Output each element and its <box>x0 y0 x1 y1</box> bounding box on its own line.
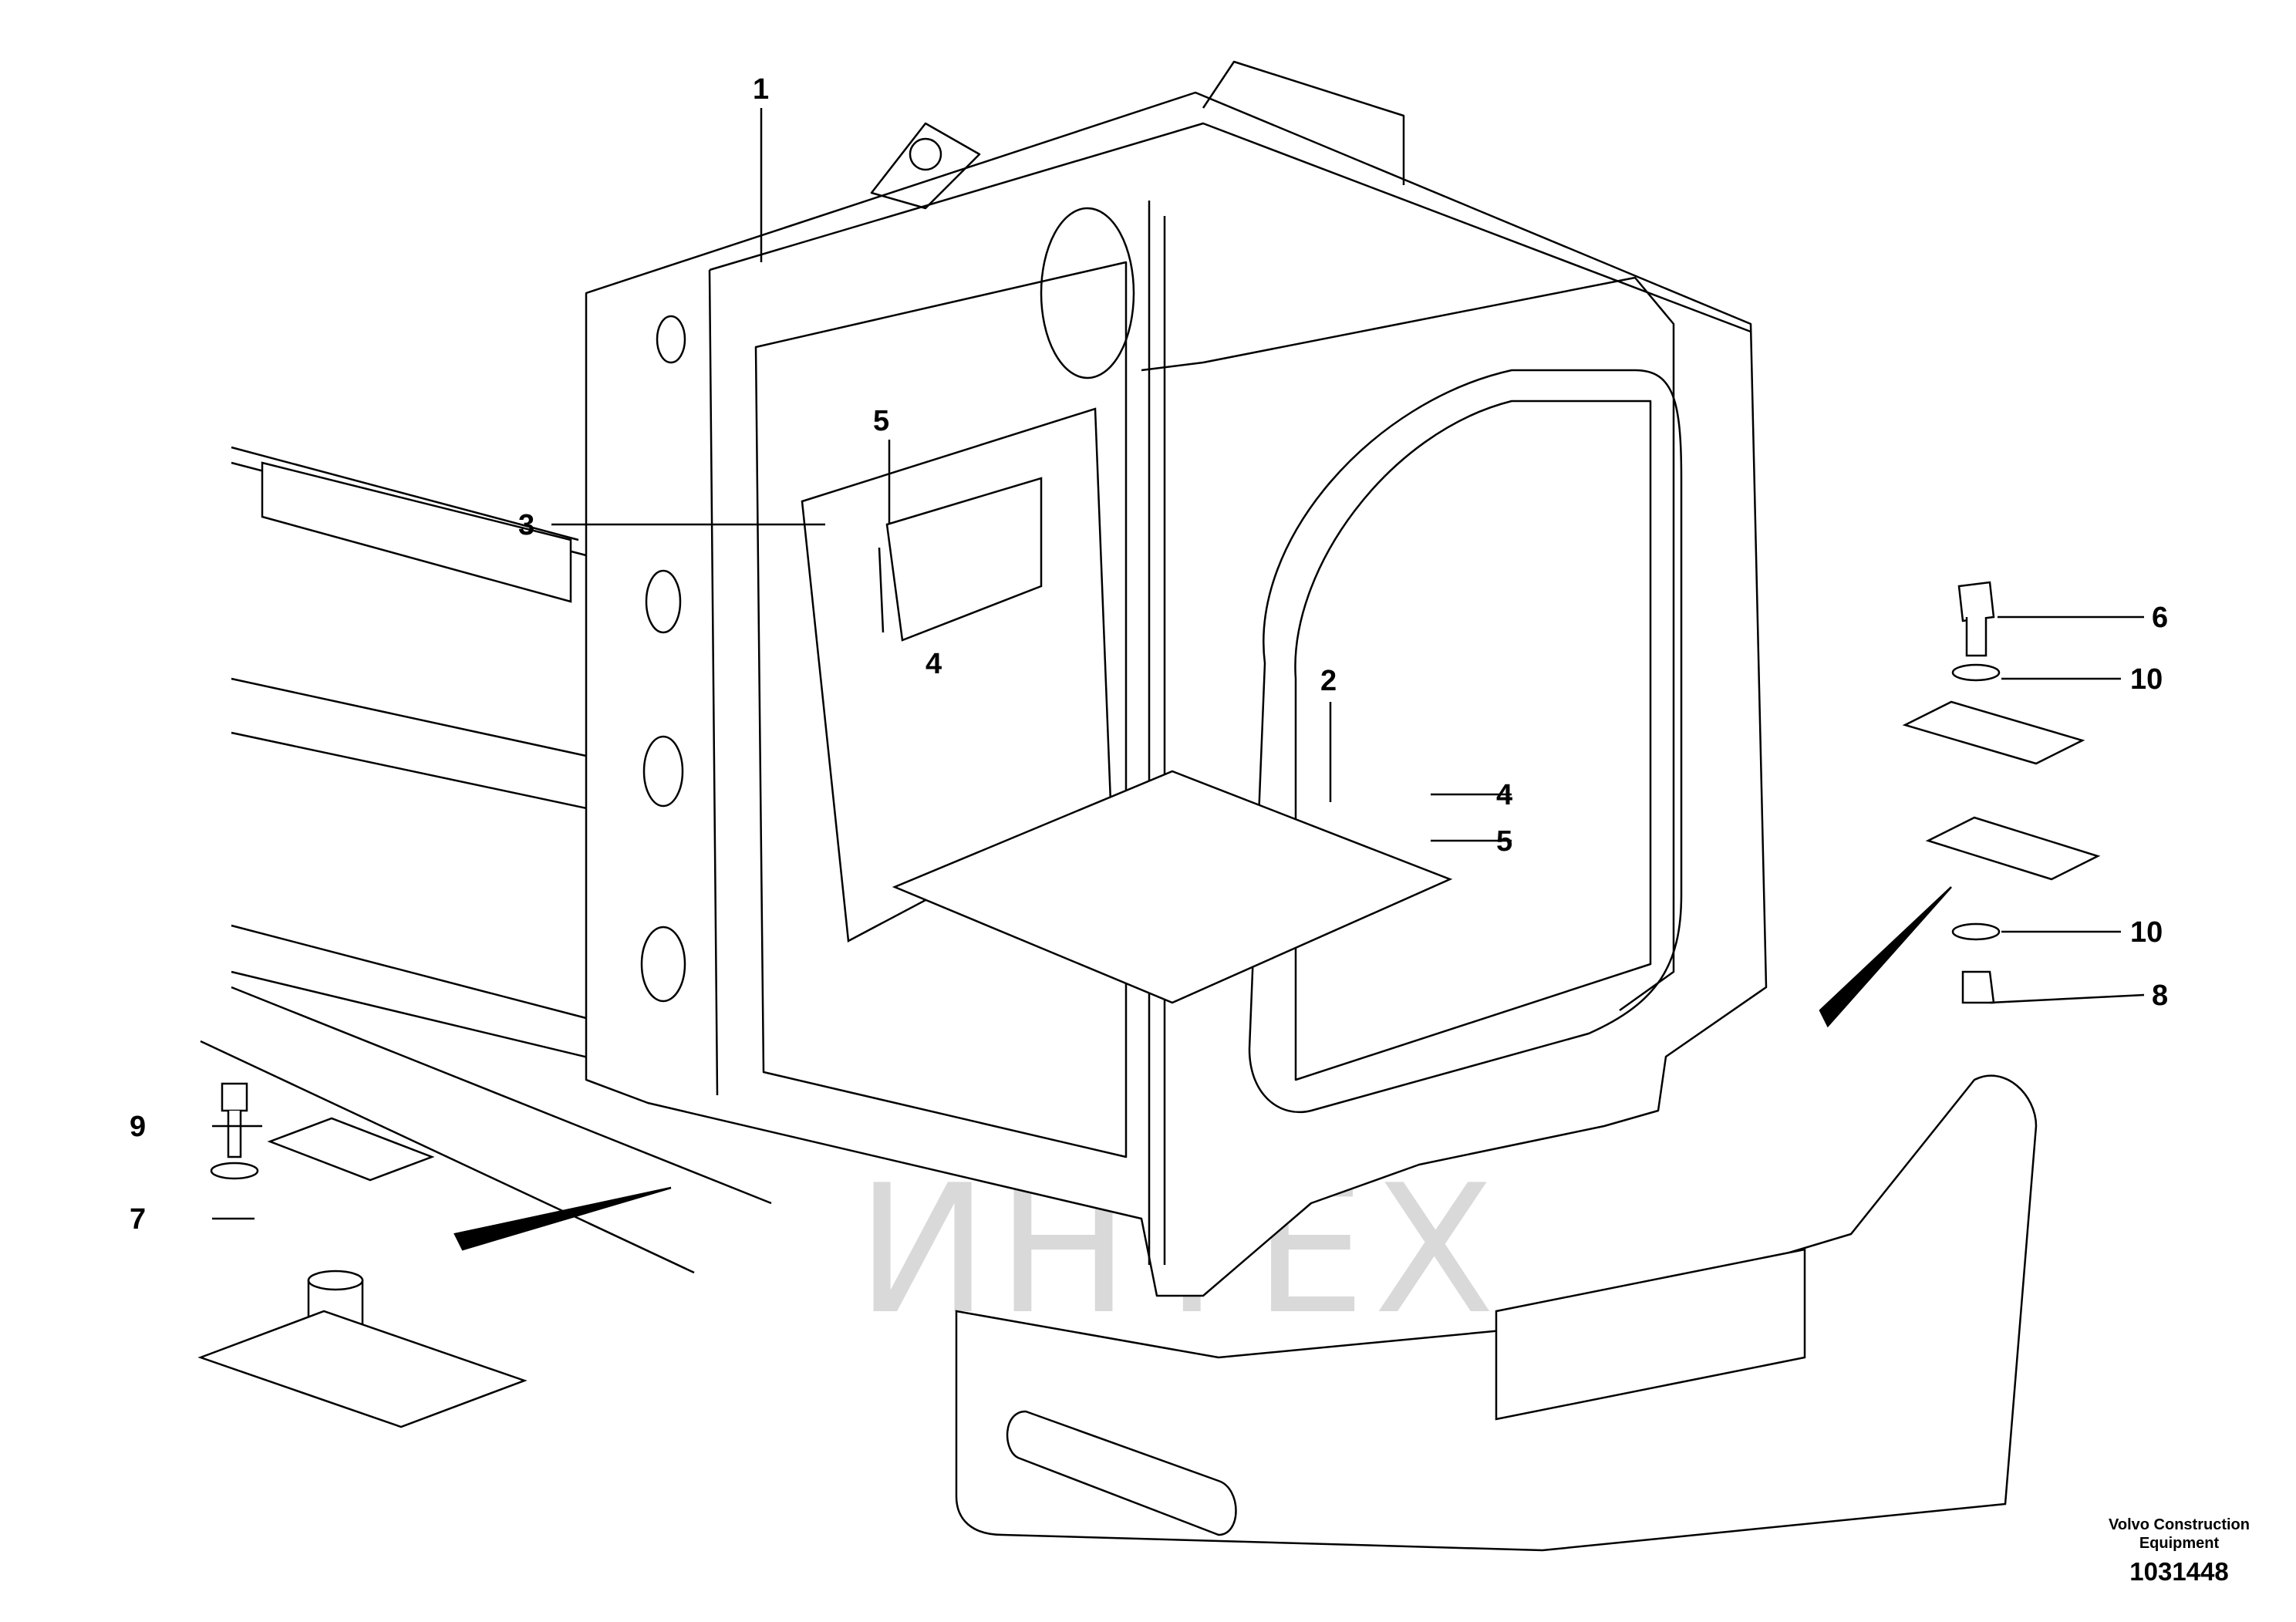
diagram-caption: Volvo Construction Equipment 1031448 <box>2109 1516 2250 1587</box>
left-mount-hardware <box>197 1082 672 1428</box>
callout-6: 6 <box>2152 602 2168 634</box>
cover-plate <box>801 407 1112 943</box>
tray-plate <box>892 770 1453 1004</box>
callout-leaders <box>212 108 2145 1220</box>
callout-10-upper: 10 <box>2130 663 2163 696</box>
right-mount-hardware <box>1819 581 2101 1028</box>
callout-5-upper: 5 <box>873 405 889 437</box>
main-frame <box>585 60 1768 1297</box>
callout-numbers: 1 2 3 4 4 5 5 6 7 8 9 10 10 <box>130 73 2168 1236</box>
callout-5-lower: 5 <box>1496 825 1512 858</box>
callout-7: 7 <box>130 1203 146 1236</box>
callout-1: 1 <box>753 73 769 106</box>
callout-8: 8 <box>2152 980 2168 1012</box>
maker-line-2: Equipment <box>2139 1535 2220 1552</box>
callout-10-lower: 10 <box>2130 916 2163 949</box>
callout-4-upper: 4 <box>925 648 942 680</box>
callout-3: 3 <box>518 509 534 541</box>
reference-number: 1031448 <box>2129 1557 2229 1586</box>
left-rails <box>200 446 772 1274</box>
maker-line-1: Volvo Construction <box>2109 1516 2250 1533</box>
callout-9: 9 <box>130 1111 146 1143</box>
callout-2: 2 <box>1320 665 1337 697</box>
base-plate <box>955 1074 2038 1552</box>
callout-4-lower: 4 <box>1496 779 1512 811</box>
